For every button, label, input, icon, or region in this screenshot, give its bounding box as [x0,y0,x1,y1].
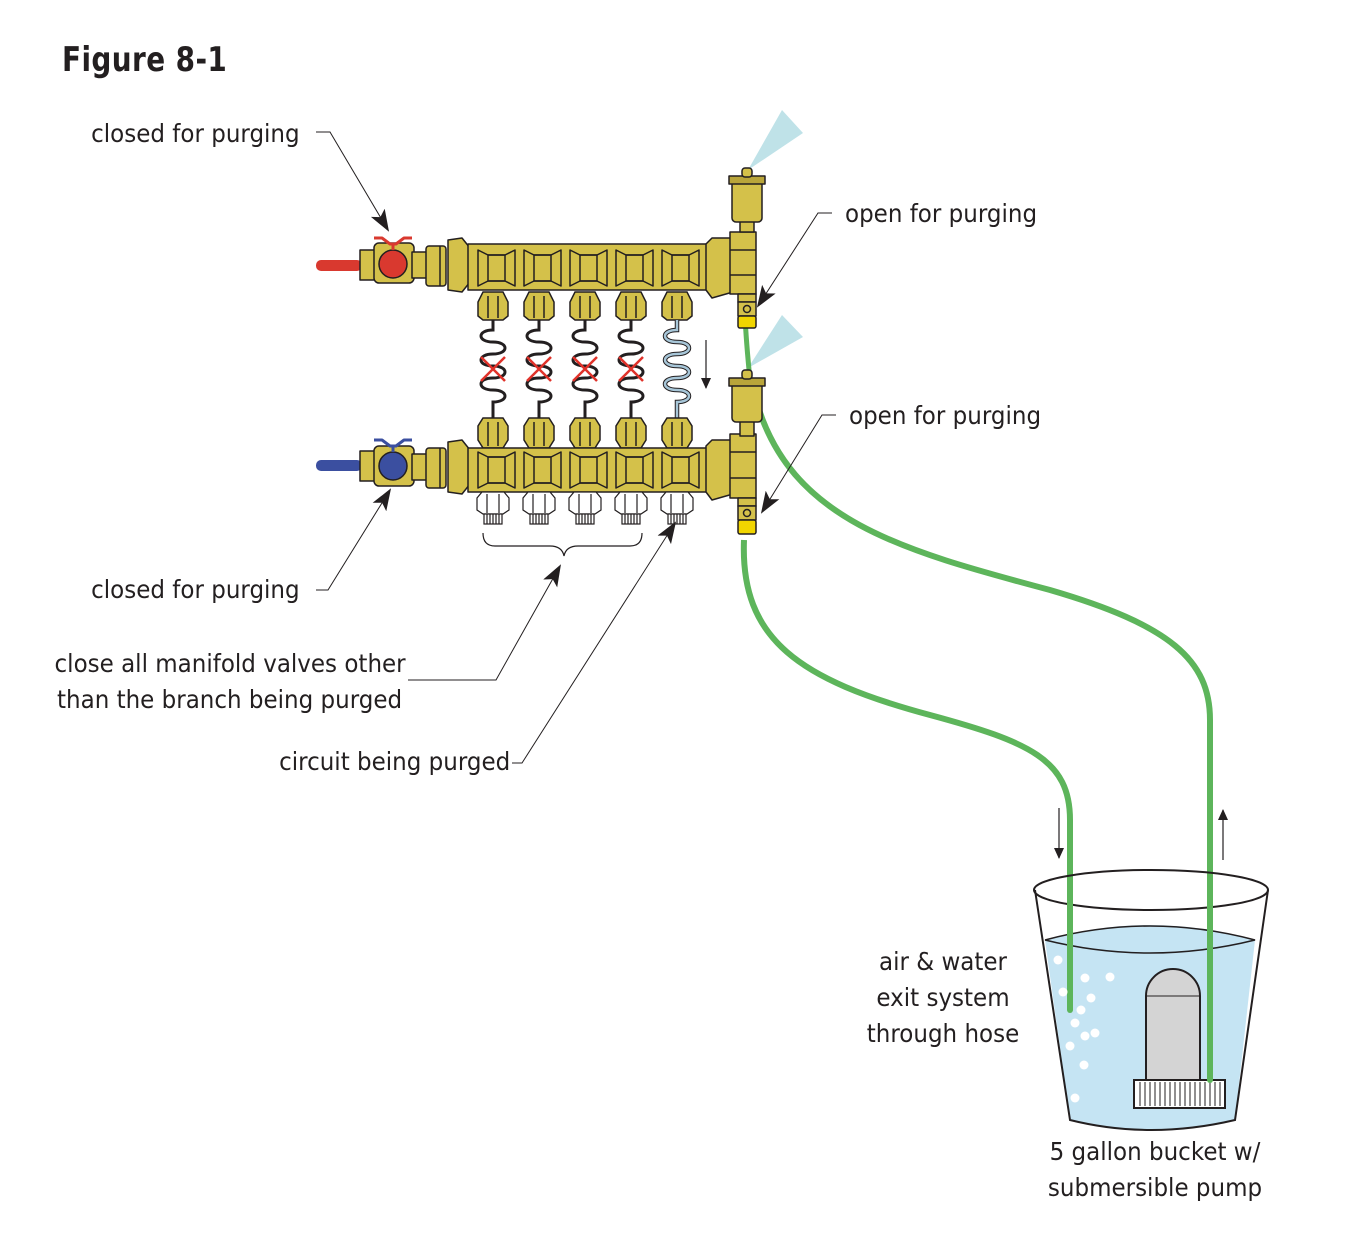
air-bubble [1079,1060,1089,1070]
label-air-water-line3: through hose [866,1019,1020,1048]
return-valve-handle[interactable] [374,438,412,448]
return-pipe [316,460,362,471]
balancing-valve-5[interactable] [660,491,694,525]
label-supply-valve: closed for purging [91,119,300,148]
closed-x-mark [618,356,644,382]
air-bubble [1080,1031,1090,1041]
air-bubble [1076,1005,1086,1015]
closed-valves-brace [482,532,643,557]
label-other-valves-line1: close all manifold valves other [54,649,406,678]
label-circuit-purged: circuit being purged [278,747,510,776]
air-bubbles [1053,955,1115,1103]
supply-air-vent [731,179,763,223]
air-spray-top [748,110,803,170]
return-connectors [477,417,693,449]
air-bubble [1053,955,1063,965]
bucket-rim [1033,869,1269,911]
label-air-water-line2: exit system [876,983,1010,1012]
discharge-hose [740,539,1073,1010]
air-bubble [1070,1093,1080,1103]
submersible-pump [1133,968,1226,1109]
supply-purge-valve[interactable] [737,301,757,317]
balancing-valve-caps [476,491,694,525]
circuit-tube-purged[interactable] [663,320,691,418]
air-bubble [1058,987,1068,997]
air-bubble [1080,973,1090,983]
leader-circuit [512,521,677,764]
label-supply-purge-valve: open for purging [845,199,1038,228]
circuit-tube-closed [479,320,507,418]
label-air-water-line1: air & water [878,947,1008,976]
closed-x-mark [480,356,506,382]
air-spray-bottom [748,315,803,368]
figure-title: Figure 8-1 [62,40,228,80]
leader-supply-valve [316,131,390,232]
leader-return-valve [316,488,392,591]
circuit-tubes [479,320,692,418]
label-bucket-line1: 5 gallon bucket w/ [1049,1137,1261,1166]
supply-manifold-ports [477,249,700,287]
supply-manifold [316,167,766,329]
label-return-valve: closed for purging [91,575,300,604]
supply-pipe [316,260,362,271]
label-bucket-line2: submersible pump [1047,1173,1263,1202]
return-ball-valve[interactable] [378,451,408,481]
balancing-valve-1[interactable] [476,491,510,525]
leader-lines [316,131,836,764]
balancing-valve-4[interactable] [614,491,648,525]
circuit-tube-closed [617,320,645,418]
balancing-valve-2[interactable] [522,491,556,525]
closed-x-mark [572,356,598,382]
leader-supply-purge [756,212,832,308]
return-manifold-ports [477,451,700,489]
return-purge-valve[interactable] [737,505,757,521]
air-bubble [1070,1018,1080,1028]
supply-ball-valve[interactable] [378,249,408,279]
circuit-tube-closed [571,320,599,418]
balancing-valve-3[interactable] [568,491,602,525]
air-bubble [1090,1028,1100,1038]
label-return-purge-valve: open for purging [849,401,1042,430]
return-hose-to-pump [753,399,1213,1080]
return-air-vent [731,381,763,423]
air-bubble [1086,993,1096,1003]
leader-return-purge [760,414,836,514]
return-manifold [316,369,766,535]
closed-x-mark [526,356,552,382]
leader-other-valves [408,564,561,681]
supply-connectors [477,291,693,321]
label-other-valves-line2: than the branch being purged [56,685,402,714]
air-bubble [1065,1041,1075,1051]
air-bubble [1105,972,1115,982]
circuit-tube-closed [525,320,553,418]
